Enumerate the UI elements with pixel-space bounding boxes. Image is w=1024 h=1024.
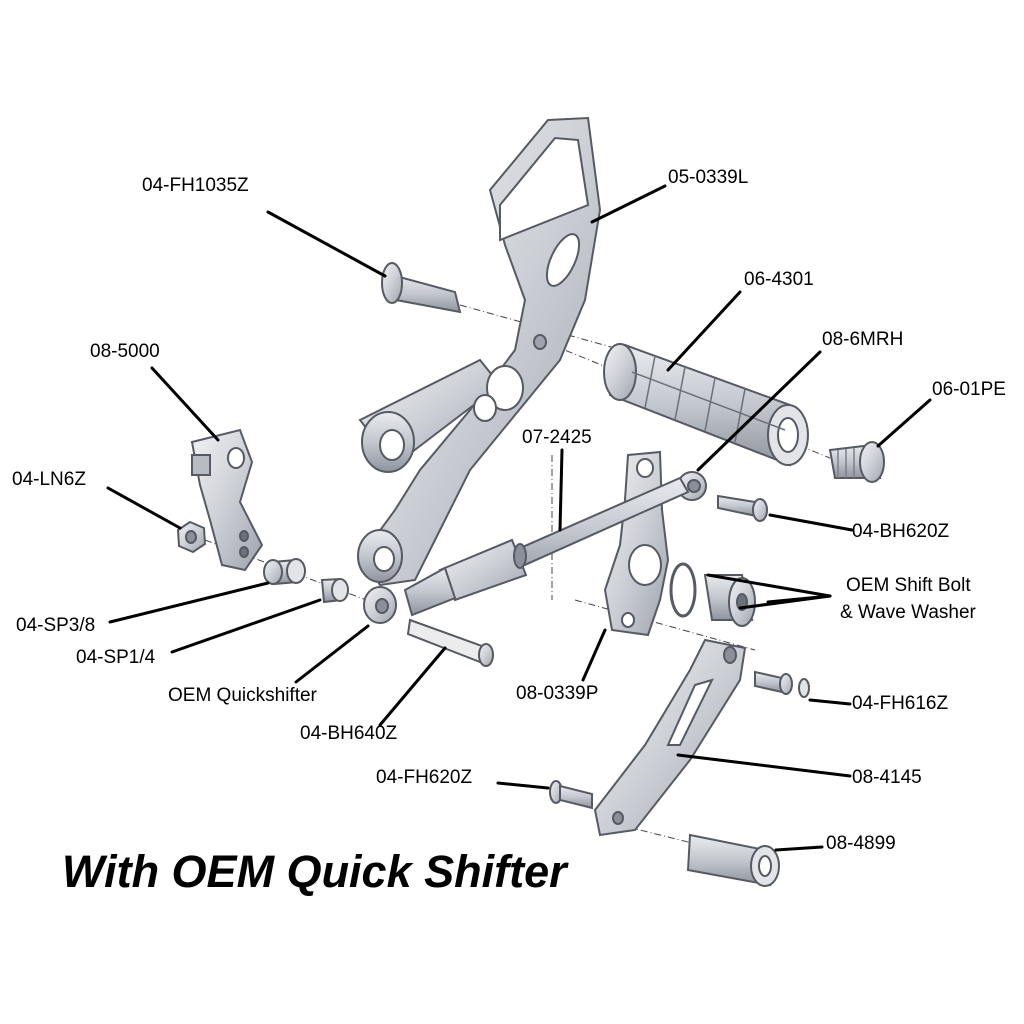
leader-lines bbox=[106, 184, 932, 852]
label-oem-quickshifter: OEM Quickshifter bbox=[168, 685, 317, 706]
leader-04-FH616Z bbox=[808, 698, 852, 706]
label-06-01PE: 06-01PE bbox=[932, 379, 1006, 400]
label-04-BH620Z: 04-BH620Z bbox=[852, 521, 950, 542]
leader-08-4899 bbox=[774, 845, 824, 852]
leader-06-4301 bbox=[666, 290, 742, 372]
leader-08-0339P bbox=[581, 628, 607, 682]
bolt-04-FH1035Z bbox=[381, 262, 462, 314]
leader-04-FH620Z bbox=[496, 781, 550, 790]
shift-lever-08-4145 bbox=[593, 638, 747, 837]
spacer-04-SP3-8 bbox=[263, 558, 306, 586]
bolt-04-BH640Z bbox=[406, 618, 494, 667]
label-07-2425: 07-2425 bbox=[522, 427, 592, 448]
rearset-bracket-05-0339L bbox=[357, 116, 602, 587]
leader-07-2425 bbox=[558, 448, 564, 532]
adapter-08-5000 bbox=[190, 428, 264, 572]
label-oem-shift-bolt-line1: OEM Shift Bolt bbox=[846, 575, 971, 596]
label-05-0339L: 05-0339L bbox=[668, 167, 749, 188]
label-04-FH1035Z: 04-FH1035Z bbox=[142, 175, 249, 196]
leader-04-LN6Z bbox=[106, 486, 182, 530]
label-06-4301: 06-4301 bbox=[744, 269, 814, 290]
label-08-4145: 08-4145 bbox=[852, 767, 922, 788]
label-04-SP1-4: 04-SP1/4 bbox=[76, 647, 156, 668]
label-08-4899: 08-4899 bbox=[826, 833, 896, 854]
leader-oem-bolt-c bbox=[738, 594, 832, 610]
leader-08-4145 bbox=[676, 753, 852, 778]
label-04-LN6Z: 04-LN6Z bbox=[12, 469, 86, 490]
label-08-5000: 08-5000 bbox=[90, 341, 160, 362]
end-plug-06-01PE bbox=[828, 441, 885, 483]
bolt-04-FH620Z bbox=[549, 780, 593, 810]
leader-06-01PE bbox=[876, 398, 932, 448]
label-04-SP3-8: 04-SP3/8 bbox=[16, 615, 96, 636]
diagram-title: With OEM Quick Shifter bbox=[62, 846, 567, 897]
label-04-FH620Z: 04-FH620Z bbox=[376, 767, 473, 788]
leader-08-5000 bbox=[150, 366, 220, 442]
leader-04-BH640Z bbox=[378, 646, 447, 727]
nut-04-LN6Z bbox=[176, 520, 207, 554]
sleeve-08-4899 bbox=[686, 833, 780, 887]
leader-04-BH620Z bbox=[768, 513, 854, 532]
label-oem-shift-bolt-line2: & Wave Washer bbox=[840, 602, 976, 623]
leader-04-SP1-4 bbox=[170, 598, 322, 654]
leader-05-0339L bbox=[590, 184, 667, 224]
footpeg-06-4301 bbox=[603, 343, 809, 467]
oem-shift-bolt-and-wave-washer bbox=[669, 562, 756, 627]
label-08-6MRH: 08-6MRH bbox=[822, 329, 904, 350]
bolt-04-BH620Z bbox=[717, 494, 768, 522]
label-04-FH616Z: 04-FH616Z bbox=[852, 693, 949, 714]
leader-oem-quickshifter bbox=[294, 624, 370, 684]
oem-quickshifter bbox=[363, 566, 457, 624]
shift-arm-08-0339P bbox=[603, 450, 670, 637]
label-08-0339P: 08-0339P bbox=[516, 683, 599, 704]
leader-04-FH1035Z bbox=[266, 210, 387, 278]
leader-oem-bolt-a bbox=[706, 573, 832, 598]
leader-04-SP3-8 bbox=[108, 581, 270, 624]
leader-08-6MRH bbox=[696, 350, 822, 472]
label-04-BH640Z: 04-BH640Z bbox=[300, 723, 398, 744]
bolt-04-FH616Z bbox=[754, 670, 810, 698]
spacer-04-SP1-4 bbox=[320, 577, 349, 604]
